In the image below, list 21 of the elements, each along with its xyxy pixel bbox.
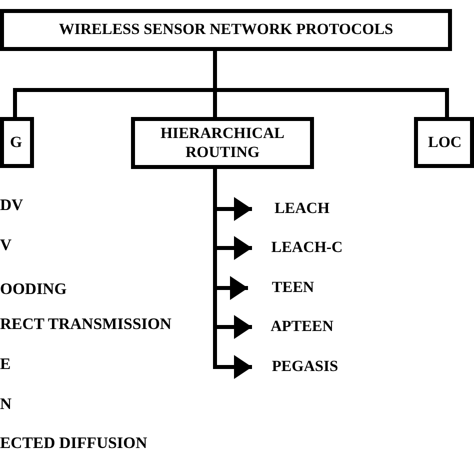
protocol-name: LEACH-C [262,236,352,260]
protocol-name: E [0,356,11,374]
protocol-name: DV [0,197,24,215]
protocol-name: LEACH [262,197,342,221]
protocol-name: RECT TRANSMISSION [0,316,172,334]
protocol-name: PEGASIS [262,355,348,379]
protocol-name: ECTED DIFFUSION [0,435,148,453]
category-box [131,117,314,169]
category-box [0,117,34,168]
protocol-name: APTEEN [262,315,342,339]
category-box [414,117,474,168]
category-label: HIERARCHICAL ROUTING [159,124,286,162]
protocol-name: OODING [0,281,67,299]
title-box [0,9,452,51]
title-text: WIRELESS SENSOR NETWORK PROTOCOLS [58,20,394,40]
category-label: LOC [428,132,462,152]
arrow [213,169,252,379]
protocol-name: TEEN [258,276,328,300]
protocol-name: V [0,237,12,255]
category-label: G [10,132,22,152]
protocol-name: N [0,396,12,414]
